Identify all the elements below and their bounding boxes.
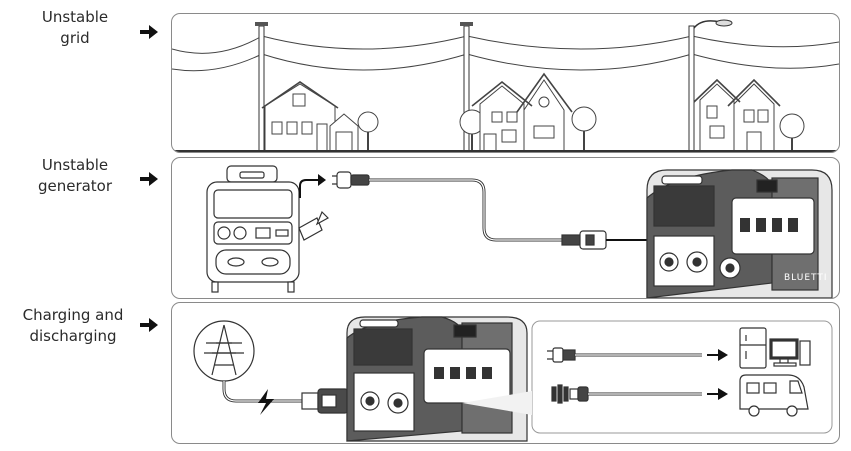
grid-scene [172, 19, 839, 152]
charging-scene [193, 316, 833, 442]
plug-icon [332, 171, 370, 189]
power-station-icon [346, 316, 528, 442]
utility-pole [255, 19, 733, 152]
power-station-icon [646, 169, 833, 298]
row-label-generator-line2: generator [37, 177, 113, 195]
row-label-grid: Unstable grid [20, 7, 130, 49]
house-middle [459, 72, 597, 152]
row-label-grid-line1: Unstable [41, 8, 109, 26]
row-label-generator-line1: Unstable [41, 156, 109, 174]
transmission-tower-icon [193, 320, 255, 382]
house-right [693, 78, 805, 152]
charging-scene-panel [171, 302, 840, 444]
charging-connector-icon [561, 230, 607, 250]
charging-adapter-icon [301, 388, 349, 414]
rv-icon [739, 374, 809, 417]
row-label-generator: Unstable generator [20, 155, 130, 197]
arrow-right-icon [140, 172, 158, 186]
plug-icon [547, 347, 576, 363]
arrow-right-icon [140, 318, 158, 332]
house-left [261, 81, 379, 152]
generator-scene-panel: BLUETTI [171, 157, 840, 299]
computer-icon [769, 338, 811, 367]
generator-scene: BLUETTI [206, 165, 833, 298]
fridge-icon [739, 327, 767, 369]
arrow-right-icon [140, 25, 158, 39]
generator-icon [206, 165, 329, 293]
lightning-icon [258, 389, 274, 415]
grid-scene-panel [171, 13, 840, 153]
row-label-charging-line1: Charging and [22, 306, 124, 324]
brand-logo: BLUETTI [784, 273, 828, 283]
dc-connector-icon [551, 384, 589, 404]
row-label-grid-line2: grid [60, 29, 90, 47]
row-label-charging-line2: discharging [29, 327, 117, 345]
row-label-charging: Charging and discharging [8, 305, 138, 347]
